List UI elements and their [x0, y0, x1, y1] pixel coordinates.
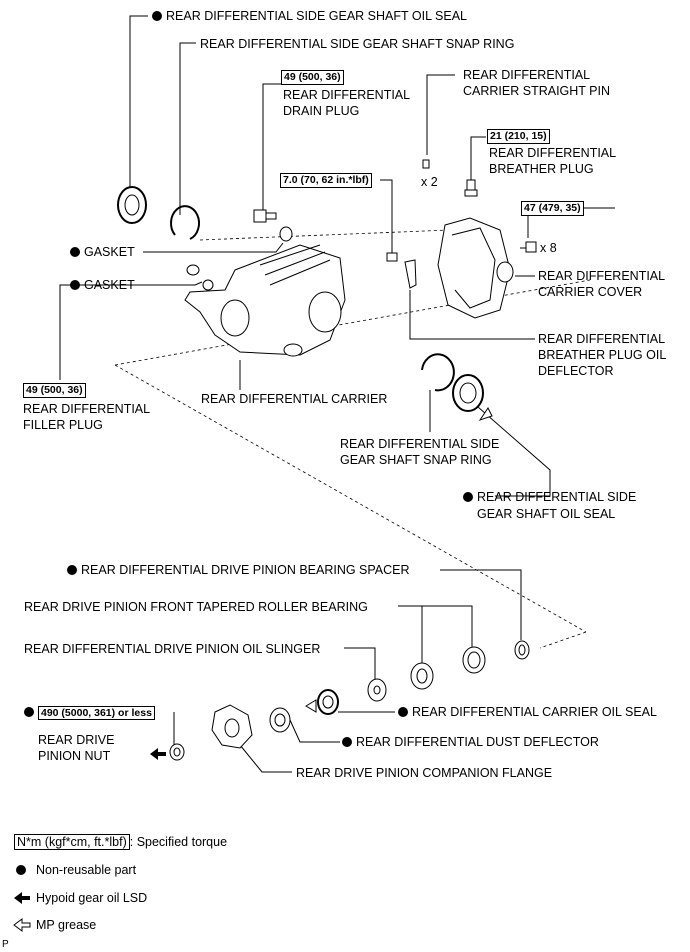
non-reusable-icon — [152, 11, 162, 21]
torque-deflector-bolt: 7.0 (70, 62 in.*lbf) — [280, 173, 372, 188]
dust-deflector — [269, 707, 291, 733]
straight-pin — [422, 159, 430, 169]
label-pinion-nut-1: REAR DRIVE — [38, 733, 115, 747]
legend-hypoid-arrow-icon — [14, 892, 30, 904]
cover-bolt — [520, 241, 537, 253]
label-oil-seal-lower-2: GEAR SHAFT OIL SEAL — [477, 507, 616, 521]
dash-pinion-axis — [539, 631, 587, 649]
leader-straight-pin — [426, 74, 455, 155]
leader-oil-seal-lower — [469, 399, 551, 497]
label-snap-ring-lower-2: GEAR SHAFT SNAP RING — [340, 453, 492, 467]
label-breather-deflector-2: BREATHER PLUG OIL — [538, 348, 667, 362]
label-snap-ring-lower-1: REAR DIFFERENTIAL SIDE — [340, 437, 500, 451]
leader-deflector-bolt — [380, 179, 393, 253]
straight-pin-qty: x 2 — [421, 175, 438, 189]
dash-axis-top — [114, 279, 591, 366]
label-straight-pin-1: REAR DIFFERENTIAL — [463, 68, 591, 82]
mp-grease-arrow-pinion — [305, 699, 317, 713]
breather-plug — [464, 179, 478, 197]
label-side-gear-snap-ring-top: REAR DIFFERENTIAL SIDE GEAR SHAFT SNAP R… — [200, 37, 515, 51]
torque-cover-bolt: 47 (479, 35) — [521, 201, 584, 216]
label-carrier-oil-seal: REAR DIFFERENTIAL CARRIER OIL SEAL — [398, 704, 657, 720]
label-companion-flange: REAR DRIVE PINION COMPANION FLANGE — [296, 766, 553, 780]
label-filler-plug-2: FILLER PLUG — [23, 418, 103, 432]
label-breather-deflector-3: DEFLECTOR — [538, 364, 614, 378]
leader-dust-deflector — [289, 719, 340, 743]
drain-plug — [253, 209, 293, 242]
label-front-bearing: REAR DRIVE PINION FRONT TAPERED ROLLER B… — [24, 600, 368, 614]
bearing-cup — [462, 646, 486, 674]
front-tapered-roller-bearing — [410, 662, 434, 690]
pinion-nut — [169, 743, 185, 761]
label-side-gear-oil-seal-top: REAR DIFFERENTIAL SIDE GEAR SHAFT OIL SE… — [152, 8, 467, 24]
leader-filler-plug — [59, 284, 190, 380]
label-filler-plug-1: REAR DIFFERENTIAL — [23, 402, 151, 416]
label-bearing-spacer: REAR DIFFERENTIAL DRIVE PINION BEARING S… — [67, 562, 410, 578]
non-reusable-icon — [24, 707, 34, 717]
side-gear-oil-seal-lower — [452, 374, 484, 412]
label-cover-2: CARRIER COVER — [538, 285, 643, 299]
label-gasket-lower: GASKET — [70, 277, 135, 293]
label-breather-deflector-1: REAR DIFFERENTIAL — [538, 332, 666, 346]
leader-oil-slinger — [344, 647, 376, 680]
label-cover-1: REAR DIFFERENTIAL — [538, 269, 666, 283]
dash-carrier-cover — [199, 229, 451, 241]
carrier-oil-seal — [317, 689, 339, 715]
legend-hypoid: Hypoid gear oil LSD — [36, 891, 148, 905]
label-gasket-upper: GASKET — [70, 244, 135, 260]
non-reusable-icon — [70, 247, 80, 257]
hypoid-arrow-pinion — [150, 748, 166, 760]
dash-axis-left — [114, 364, 587, 633]
legend-non-reusable: Non-reusable part — [36, 863, 137, 877]
differential-carrier — [184, 244, 346, 357]
leader-snap-ring-top — [179, 42, 196, 215]
non-reusable-icon — [342, 737, 352, 747]
label-pinion-nut-2: PINION NUT — [38, 749, 111, 763]
companion-flange — [211, 704, 253, 749]
non-reusable-icon — [463, 492, 473, 502]
label-drain-plug-2: DRAIN PLUG — [283, 104, 360, 118]
non-reusable-icon — [70, 280, 80, 290]
leader-oil-seal-top — [129, 15, 148, 188]
non-reusable-icon — [398, 707, 408, 717]
leader-drain-plug — [262, 83, 281, 210]
label-breather-2: BREATHER PLUG — [489, 162, 594, 176]
label-oil-slinger: REAR DIFFERENTIAL DRIVE PINION OIL SLING… — [24, 642, 321, 656]
legend-mp-grease: MP grease — [36, 918, 97, 932]
bearing-spacer — [514, 640, 530, 660]
torque-filler-plug: 49 (500, 36) — [23, 383, 86, 398]
deflector-bolt — [386, 252, 417, 289]
figure-code: P — [2, 939, 9, 950]
cover-bolt-qty: x 8 — [540, 241, 557, 255]
label-breather-1: REAR DIFFERENTIAL — [489, 146, 617, 160]
label-drain-plug-1: REAR DIFFERENTIAL — [283, 88, 411, 102]
leader-front-bearing — [398, 605, 473, 648]
side-gear-snap-ring-top — [170, 205, 201, 240]
leader-bearing-spacer — [440, 569, 522, 640]
leader-breather-deflector — [409, 290, 535, 340]
leader-companion-flange — [239, 744, 292, 773]
leader-gasket-upper — [143, 242, 284, 253]
mp-grease-arrow-seal — [478, 407, 493, 421]
label-carrier: REAR DIFFERENTIAL CARRIER — [201, 392, 388, 406]
torque-breather: 21 (210, 15) — [487, 129, 550, 144]
non-reusable-icon — [67, 565, 77, 575]
label-oil-seal-lower-1: REAR DIFFERENTIAL SIDE — [463, 489, 636, 505]
oil-slinger — [367, 678, 387, 702]
leader-breather — [470, 136, 486, 180]
carrier-cover — [437, 217, 514, 319]
label-straight-pin-2: CARRIER STRAIGHT PIN — [463, 84, 611, 98]
label-dust-deflector: REAR DIFFERENTIAL DUST DEFLECTOR — [342, 734, 599, 750]
side-gear-oil-seal-top — [117, 186, 147, 224]
legend-dot-icon — [16, 865, 26, 875]
legend-torque: N*m (kgf*cm, ft.*lbf): Specified torque — [14, 834, 227, 850]
legend-mp-arrow-icon — [13, 918, 31, 932]
side-gear-snap-ring-lower — [421, 353, 455, 392]
label-pinion-nut-torque: 490 (5000, 361) or less — [24, 704, 155, 720]
torque-drain-plug: 49 (500, 36) — [281, 70, 344, 85]
